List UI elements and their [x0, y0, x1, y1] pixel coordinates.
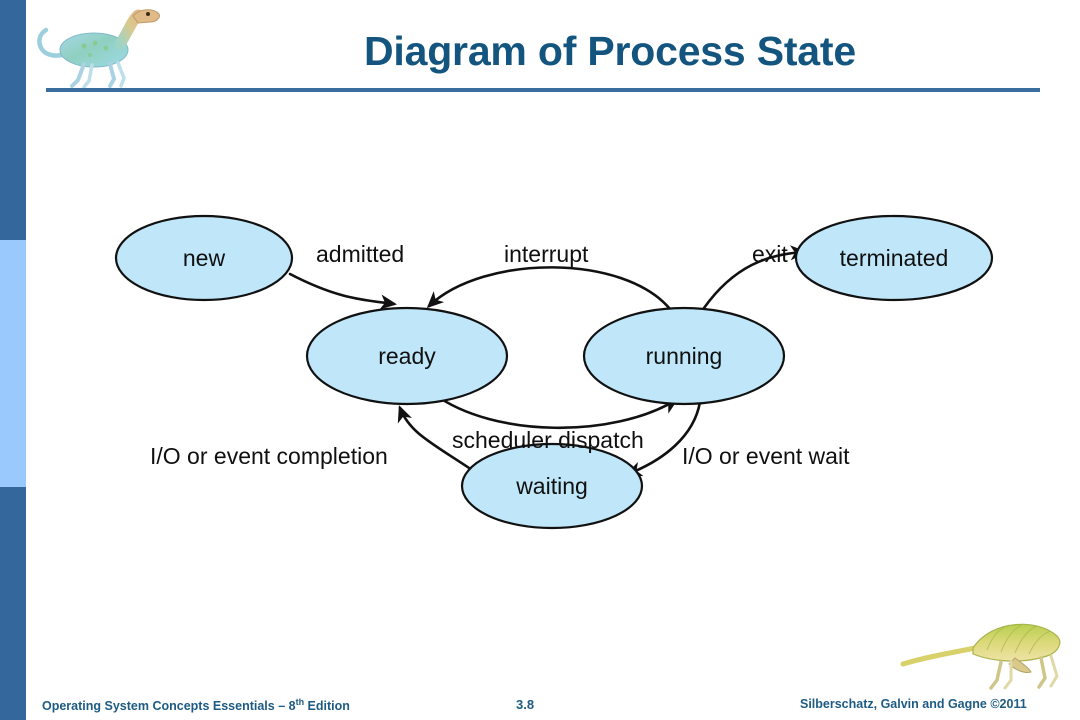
edge-admitted	[288, 272, 398, 310]
edge-label-exit: exit	[752, 241, 788, 267]
edge-label-interrupt: interrupt	[504, 241, 589, 267]
footer-edition: Operating System Concepts Essentials – 8…	[42, 697, 350, 713]
node-ready[interactable]: ready	[305, 306, 509, 406]
dinosaur-icon	[37, 9, 160, 89]
footer-edition-ordinal: th	[295, 697, 305, 707]
edge-io-event-completion	[397, 405, 480, 476]
title-underline	[46, 88, 1040, 92]
edge-interrupt	[426, 266, 672, 311]
node-running-label: running	[646, 343, 723, 369]
node-new[interactable]: new	[114, 214, 294, 302]
node-terminated-label: terminated	[840, 245, 949, 271]
edge-io-event-wait	[625, 400, 702, 477]
edge-label-io-event-completion: I/O or event completion	[150, 443, 388, 469]
footer-edition-after: Edition	[304, 699, 350, 714]
edge-label-scheduler-dispatch: scheduler dispatch	[452, 427, 644, 453]
sidebar-accent-top	[0, 0, 26, 240]
node-ready-label: ready	[378, 343, 436, 369]
footer-copyright: Silberschatz, Galvin and Gagne ©2011	[800, 697, 1027, 711]
node-terminated[interactable]: terminated	[794, 214, 994, 302]
sidebar-accent-middle	[0, 240, 26, 487]
sidebar-accent-bottom	[0, 487, 26, 720]
node-waiting-label: waiting	[515, 473, 588, 499]
page-title: Diagram of Process State	[364, 28, 856, 74]
edge-scheduler-dispatch	[432, 392, 679, 430]
edge-label-io-event-wait: I/O or event wait	[682, 443, 850, 469]
footer-edition-before: Operating System Concepts Essentials – 8	[42, 699, 296, 714]
node-new-label: new	[183, 245, 226, 271]
node-waiting[interactable]: waiting	[460, 442, 644, 530]
footer-page-number: 3.8	[516, 697, 535, 712]
edge-exit	[702, 245, 808, 310]
edge-label-admitted: admitted	[316, 241, 404, 267]
dinosaur-icon	[900, 623, 1061, 690]
node-running[interactable]: running	[582, 306, 786, 406]
process-state-diagram: new ready running terminated waiting adm…	[104, 196, 1004, 536]
